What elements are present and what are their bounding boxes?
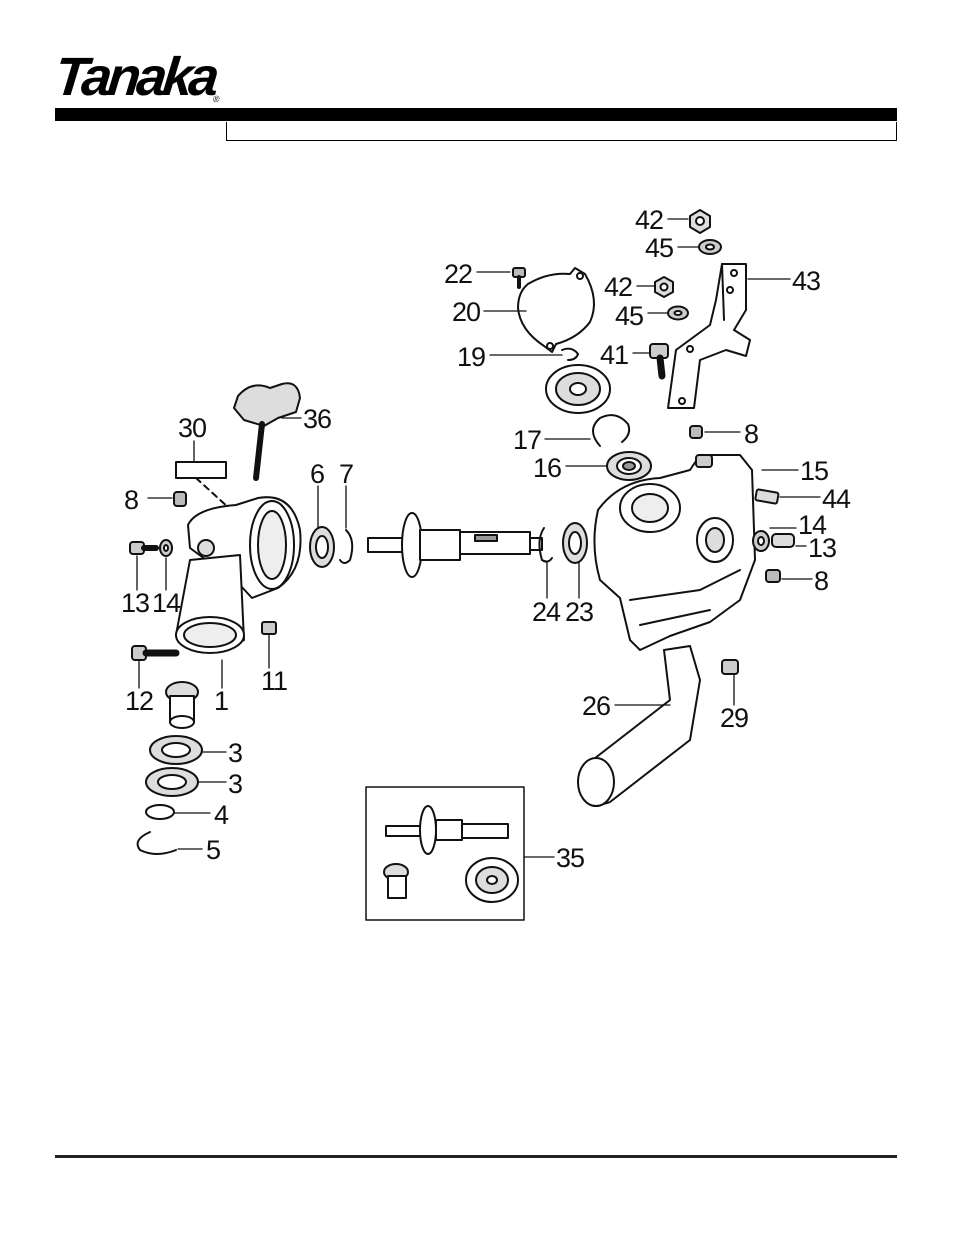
part-grease-fitting-8-right [765, 569, 781, 583]
footer-rule [55, 1155, 897, 1158]
callout-17: 17 [513, 425, 541, 455]
part-bearing-6 [309, 526, 335, 568]
callout-labels: 42 45 22 42 43 20 45 19 41 30 36 17 8 6 … [121, 205, 852, 873]
callout-3-upper: 3 [228, 738, 242, 768]
callout-12: 12 [125, 686, 153, 716]
part-bearing-16 [606, 451, 652, 481]
part-nut-42-mid [654, 276, 674, 298]
callout-30: 30 [178, 413, 206, 443]
part-bracket-43 [667, 263, 751, 409]
callout-45-top: 45 [645, 233, 673, 263]
callout-42-mid: 42 [604, 272, 632, 302]
callout-35: 35 [556, 843, 584, 873]
callout-7: 7 [339, 459, 353, 489]
callout-24: 24 [532, 597, 561, 627]
part-housing-15 [593, 454, 756, 651]
part-ring-7 [339, 529, 354, 564]
part-seal-disk [545, 364, 611, 414]
part-bolt-41 [649, 343, 669, 380]
part-grease-fitting-8-left [173, 491, 187, 507]
part-bolt-13-right [771, 533, 795, 548]
callout-14-right: 14 [798, 510, 827, 540]
part-screw-11 [261, 621, 277, 635]
callout-13-right: 13 [808, 533, 836, 563]
callout-16: 16 [533, 453, 561, 483]
part-snap-ring-17 [592, 414, 631, 447]
part-washer-45-top [698, 239, 722, 255]
part-circlip-5 [136, 831, 177, 855]
part-ring-24 [538, 527, 553, 563]
part-grease-fitting-8-top [689, 425, 703, 439]
part-bolt-12 [131, 645, 180, 661]
callout-29: 29 [720, 703, 748, 733]
callout-22: 22 [444, 259, 472, 289]
callout-1: 1 [214, 686, 228, 716]
leader-lines [136, 218, 821, 858]
callout-8-left: 8 [124, 485, 138, 515]
part-pinion [165, 681, 199, 729]
callout-20: 20 [452, 297, 480, 327]
part-bearing-3-lower [145, 767, 199, 797]
callout-45-mid: 45 [615, 301, 643, 331]
header-title-box [226, 122, 897, 141]
part-washer-14-right [752, 530, 770, 552]
callout-5: 5 [206, 835, 220, 865]
part-clip-19 [561, 347, 579, 361]
part-knob-36 [233, 382, 301, 481]
part-bearing-23 [562, 522, 588, 564]
callout-8-housing: 8 [744, 419, 758, 449]
callout-4: 4 [214, 800, 229, 830]
callout-36: 36 [303, 404, 331, 434]
part-gear-case-1 [175, 496, 302, 654]
part-kit-35 [365, 786, 525, 921]
part-screw-22 [512, 267, 526, 289]
callout-15: 15 [800, 456, 828, 486]
part-handle-26 [577, 645, 701, 807]
callout-19: 19 [457, 342, 485, 372]
callout-14-left: 14 [152, 588, 181, 618]
part-washer-14-left [159, 539, 173, 557]
callout-8-right: 8 [814, 566, 828, 596]
callout-3-lower: 3 [228, 769, 242, 799]
part-cover-plate-20 [517, 267, 595, 353]
header-rule [55, 108, 897, 121]
part-screw-29 [721, 659, 739, 675]
part-pin-44 [754, 488, 780, 505]
callout-41: 41 [600, 340, 628, 370]
callout-26: 26 [582, 691, 610, 721]
part-nut-42-top [689, 209, 711, 234]
callout-11: 11 [261, 666, 287, 696]
callout-6: 6 [310, 459, 324, 489]
callout-23: 23 [565, 597, 593, 627]
part-shaft [367, 512, 543, 578]
callout-43: 43 [792, 266, 820, 296]
part-bearing-3-upper [149, 735, 203, 765]
part-ring-4 [145, 804, 175, 820]
callout-13-left: 13 [121, 588, 149, 618]
callout-42-top: 42 [635, 205, 663, 235]
part-bolt-13-left [129, 541, 159, 555]
part-washer-45-mid [667, 305, 689, 321]
callout-44: 44 [822, 484, 851, 514]
